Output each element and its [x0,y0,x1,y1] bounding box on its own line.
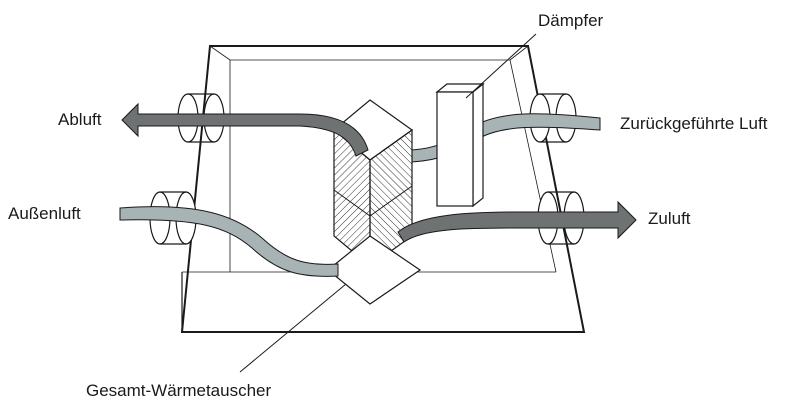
heat-exchanger-leader-line [239,283,347,373]
label-aussenluft: Außenluft [8,204,81,223]
label-gesamt-waermetauscher: Gesamt-Wärmetauscher [86,381,272,400]
label-zuluft: Zuluft [648,209,691,228]
outdoor-air-stream [119,206,339,277]
label-daempfer: Dämpfer [538,11,604,30]
exhaust-air-arrow [121,102,369,157]
label-abluft: Abluft [58,110,102,129]
label-zurueckgefuehrte-luft: Zurückgeführte Luft [620,114,768,133]
damper-leader-line [465,33,537,99]
supply-air-arrow [397,200,637,243]
damper [435,82,485,208]
